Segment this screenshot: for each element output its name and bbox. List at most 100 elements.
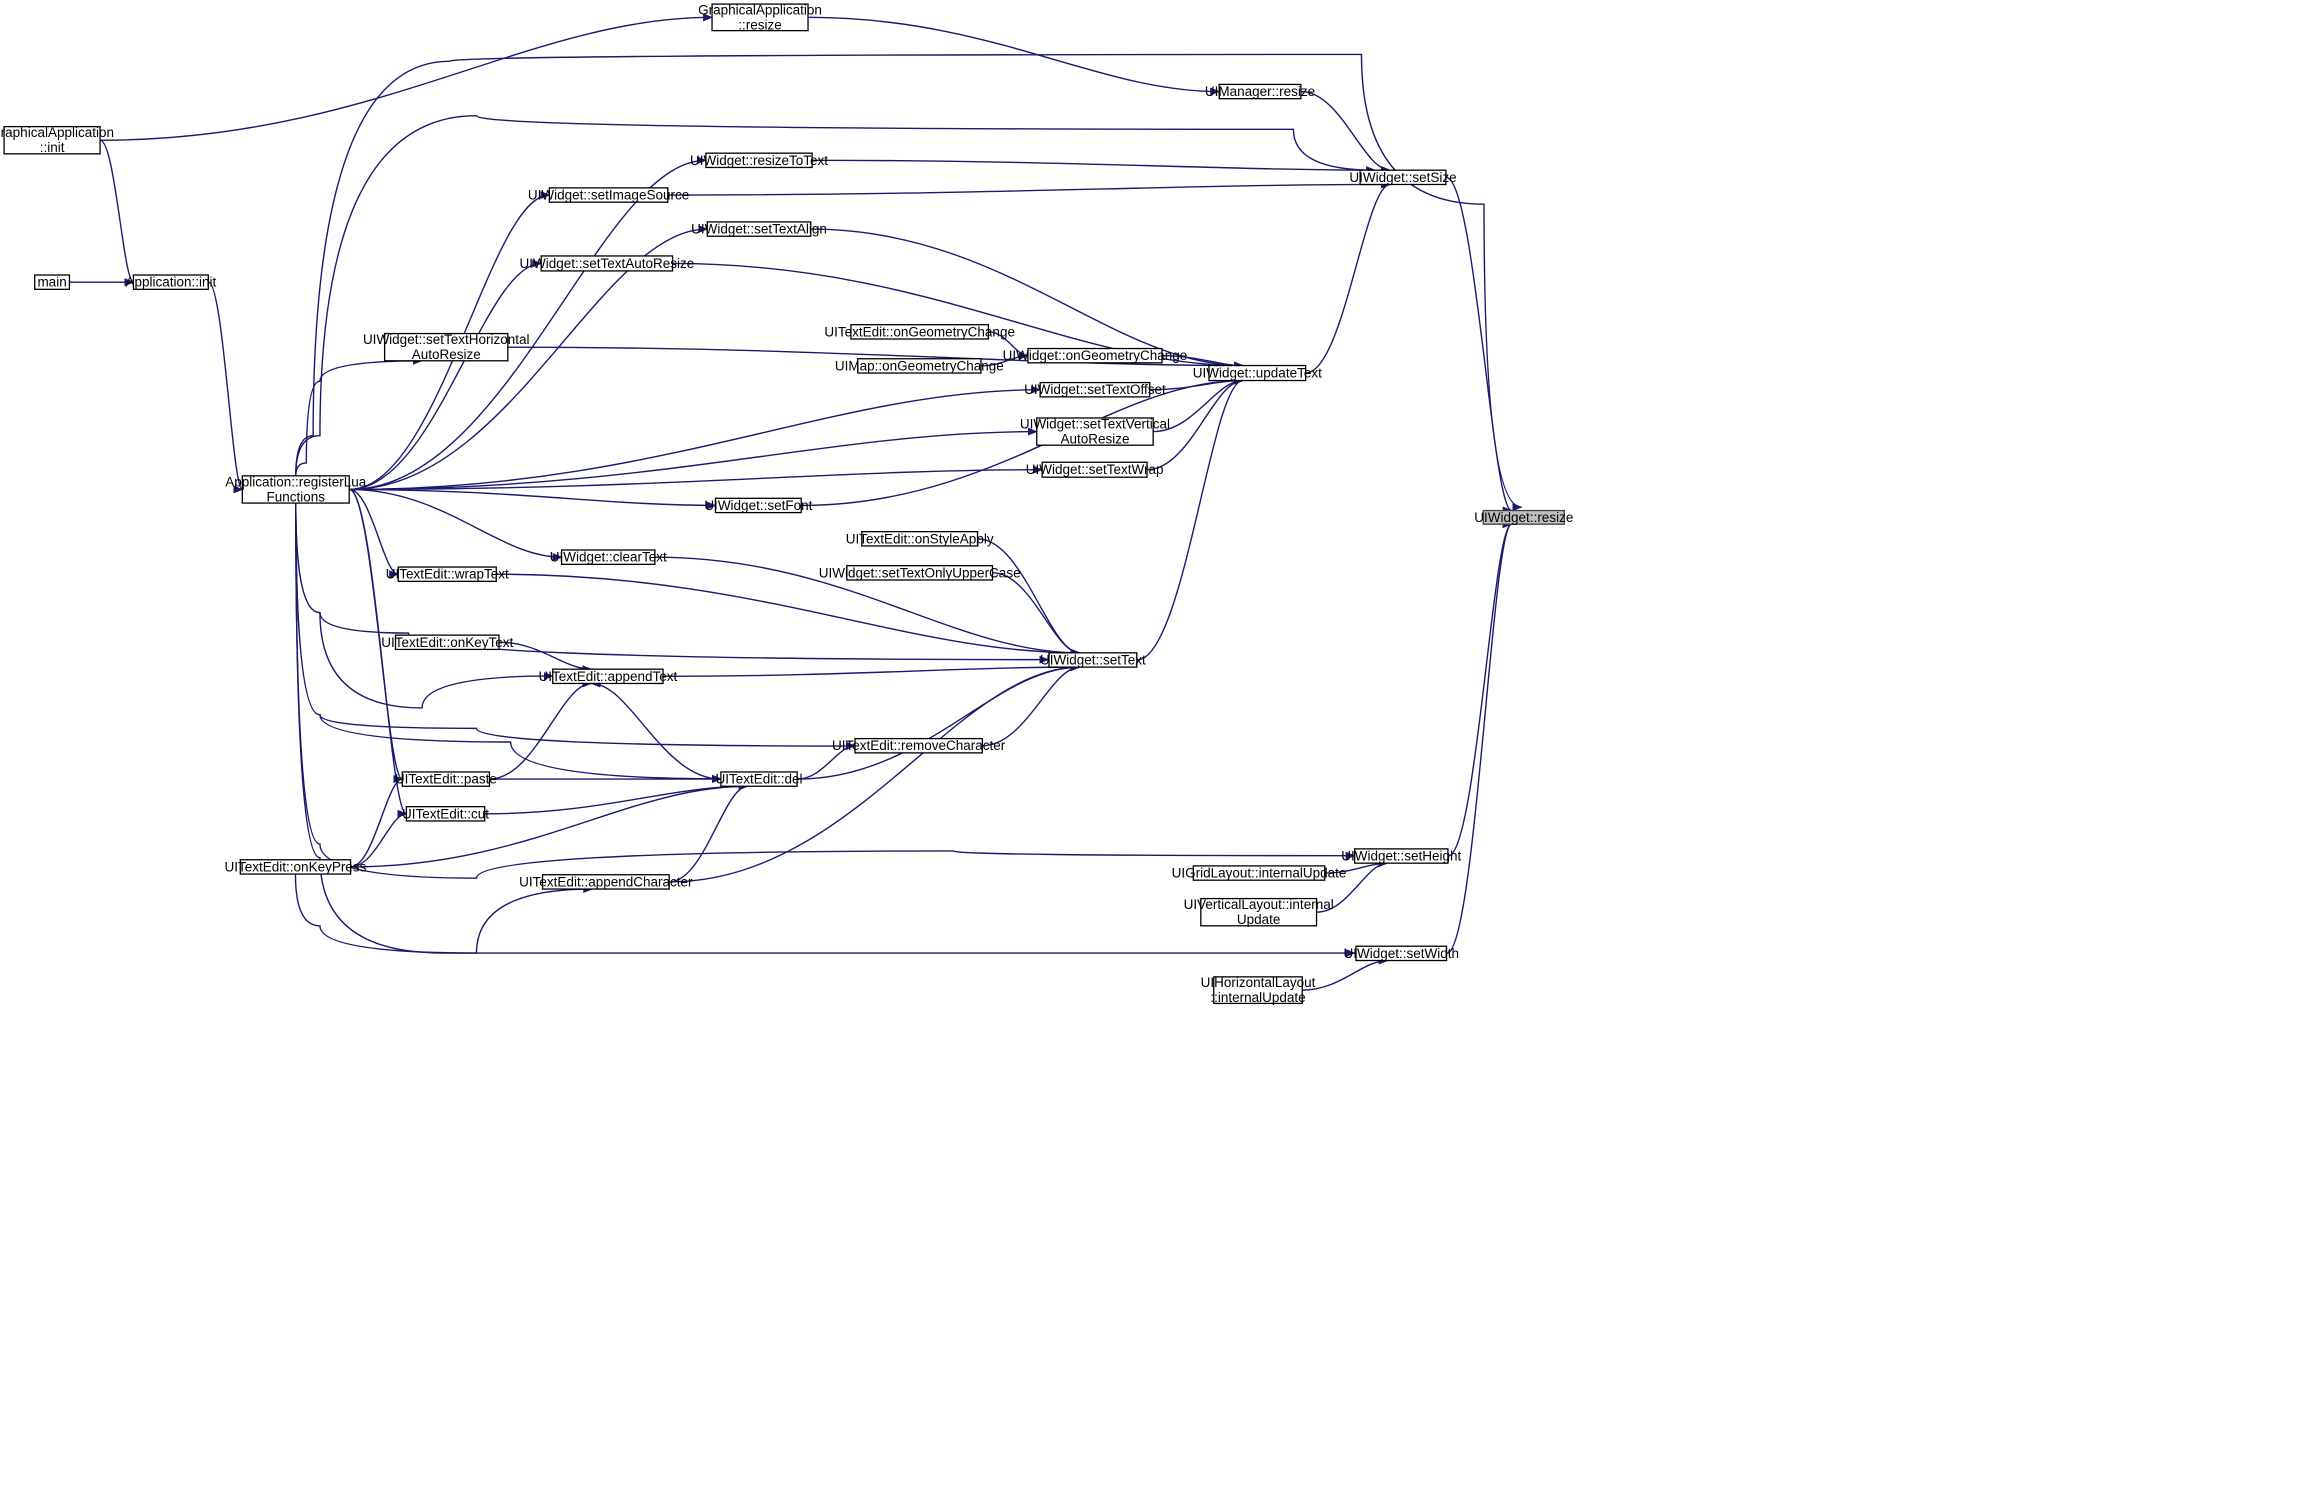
- node-label: UIWidget::setTextVertical: [1020, 417, 1170, 432]
- node-uim_resize[interactable]: UIManager::resize: [1205, 83, 1315, 100]
- node-setTextOUC[interactable]: UIWidget::setTextOnlyUpperCase: [819, 565, 1021, 581]
- node-wrapText[interactable]: UITextEdit::wrapText: [386, 566, 509, 582]
- node-setTextAutoResize[interactable]: UIWidget::setTextAutoResize: [519, 255, 694, 272]
- node-setImageSource[interactable]: UIWidget::setImageSource: [528, 187, 689, 203]
- edge-ga_init-to-ga_resize: [100, 13, 714, 141]
- node-label: Update: [1237, 912, 1281, 927]
- node-label: main: [37, 275, 66, 290]
- edge-appendChar-to-setText: [669, 663, 1081, 883]
- node-label: Functions: [267, 489, 326, 504]
- node-paste[interactable]: UITextEdit::paste: [395, 771, 497, 787]
- node-label: UIMap::onGeometryChange: [835, 358, 1004, 373]
- node-te_ogc[interactable]: UITextEdit::onGeometryChange: [824, 324, 1015, 340]
- node-box: [1039, 381, 1151, 398]
- node-label: GraphicalApplication: [698, 2, 822, 17]
- edge-setTextWrap-to-updateText: [1147, 376, 1244, 471]
- node-box: [552, 668, 664, 685]
- edge-app_reg-to-setTextHAR: [295, 356, 424, 476]
- node-box: [3, 125, 101, 155]
- node-box: [132, 274, 209, 290]
- node-label: UITextEdit::onKeyText: [381, 635, 513, 650]
- node-appendText[interactable]: UITextEdit::appendText: [538, 668, 678, 685]
- node-setTextOffset[interactable]: UIWidget::setTextOffset: [1024, 381, 1166, 398]
- edge-setTextAlign-to-updateText: [810, 228, 1244, 370]
- node-vert_iu[interactable]: UIVerticalLayout::internalUpdate: [1184, 897, 1334, 927]
- node-setSize[interactable]: UIWidget::setSize: [1349, 169, 1457, 186]
- node-grid_iu[interactable]: UIGridLayout::internalUpdate: [1172, 865, 1347, 881]
- node-box: [1036, 417, 1154, 446]
- node-setHeight[interactable]: UIWidget::setHeight: [1341, 848, 1462, 864]
- edge-wrapText-to-setText: [496, 573, 1081, 657]
- node-te_osa[interactable]: UITextEdit::onStyleApply: [846, 531, 994, 547]
- edge-onKeyPress-to-del: [350, 782, 749, 868]
- node-box: [394, 634, 500, 651]
- node-label: UITextEdit::onKeyPress: [225, 859, 367, 874]
- node-label: UIVerticalLayout::internal: [1184, 897, 1334, 912]
- node-box: [1213, 976, 1303, 1005]
- node-uiw_resize[interactable]: UIWidget::resize: [1474, 510, 1573, 525]
- node-ga_resize[interactable]: GraphicalApplication::resize: [698, 2, 822, 32]
- edge-map_ogc-to-w_ogc: [980, 351, 1029, 367]
- node-appendChar[interactable]: UITextEdit::appendCharacter: [519, 874, 693, 890]
- node-label: UIWidget::resize: [1474, 510, 1573, 525]
- node-box: [560, 549, 656, 565]
- node-label: ::internalUpdate: [1210, 990, 1305, 1005]
- edge-setHeight-to-uiw_resize: [1447, 520, 1513, 857]
- node-setText[interactable]: UIWidget::setText: [1040, 652, 1146, 668]
- node-label: UIWidget::setHeight: [1341, 849, 1461, 864]
- node-del[interactable]: UITextEdit::del: [715, 771, 803, 787]
- edge-app_reg-to-wrapText: [349, 488, 400, 579]
- node-w_ogc[interactable]: UIWidget::onGeometryChange: [1003, 347, 1188, 364]
- node-updateText[interactable]: UIWidget::updateText: [1193, 364, 1322, 382]
- node-label: UIWidget::setTextAutoResize: [519, 256, 694, 271]
- node-box: [239, 859, 352, 875]
- node-label: UIWidget::setWidth: [1344, 946, 1460, 961]
- node-map_ogc[interactable]: UIMap::onGeometryChange: [835, 358, 1004, 374]
- edge-setTextOUC-to-setText: [992, 572, 1081, 657]
- edge-horiz_iu-to-setWidth: [1302, 956, 1389, 991]
- edge-app_reg-to-setHeight: [295, 503, 1356, 879]
- node-label: AutoResize: [1060, 432, 1129, 447]
- edge-app_reg-to-setTextWrap: [349, 465, 1044, 491]
- node-resizeToText[interactable]: UIWidget::resizeToText: [690, 152, 828, 169]
- node-box: [241, 475, 350, 504]
- edge-app_reg-to-setTextOffset: [349, 385, 1042, 491]
- edge-app_init-to-app_reg: [207, 281, 244, 494]
- node-main[interactable]: main: [34, 274, 71, 290]
- node-box: [541, 874, 670, 890]
- node-box: [1192, 865, 1326, 881]
- node-label: GraphicalApplication: [0, 125, 114, 140]
- node-setWidth[interactable]: UIWidget::setWidth: [1344, 945, 1460, 962]
- node-label: UIGridLayout::internalUpdate: [1172, 866, 1347, 881]
- node-onKeyText[interactable]: UITextEdit::onKeyText: [381, 634, 514, 651]
- node-horiz_iu[interactable]: UIHorizontalLayout::internalUpdate: [1201, 975, 1316, 1005]
- node-label: UITextEdit::wrapText: [386, 567, 509, 582]
- node-setTextWrap[interactable]: UIWidget::setTextWrap: [1026, 461, 1164, 478]
- node-label: UITextEdit::onGeometryChange: [824, 324, 1015, 339]
- node-onKeyPress[interactable]: UITextEdit::onKeyPress: [225, 859, 367, 875]
- edge-paste-to-appendText: [489, 679, 593, 780]
- node-setTextAlign[interactable]: UIWidget::setTextAlign: [691, 221, 827, 237]
- edge-setWidth-to-uiw_resize: [1446, 520, 1513, 955]
- edge-vert_iu-to-setHeight: [1316, 859, 1389, 913]
- node-label: UITextEdit::paste: [395, 772, 497, 787]
- node-label: UITextEdit::del: [715, 772, 802, 787]
- node-clearText[interactable]: UIWidget::clearText: [550, 549, 667, 565]
- node-cut[interactable]: UITextEdit::cut: [402, 806, 489, 822]
- edge-setText-to-updateText: [1136, 376, 1244, 661]
- node-label: UIWidget::setSize: [1349, 170, 1456, 185]
- node-label: UIManager::resize: [1205, 84, 1315, 99]
- node-box: [1200, 897, 1318, 927]
- node-app_init[interactable]: Application::init: [125, 274, 217, 290]
- node-label: UITextEdit::cut: [402, 806, 489, 821]
- node-setFont[interactable]: UIWidget::setFont: [704, 497, 813, 514]
- node-removeChar[interactable]: UITextEdit::removeCharacter: [832, 737, 1006, 754]
- node-ga_init[interactable]: GraphicalApplication::init: [0, 125, 114, 155]
- node-box: [405, 806, 486, 822]
- node-label: UITextEdit::appendCharacter: [519, 874, 693, 889]
- node-box: [383, 332, 509, 362]
- node-label: UIWidget::clearText: [550, 550, 667, 565]
